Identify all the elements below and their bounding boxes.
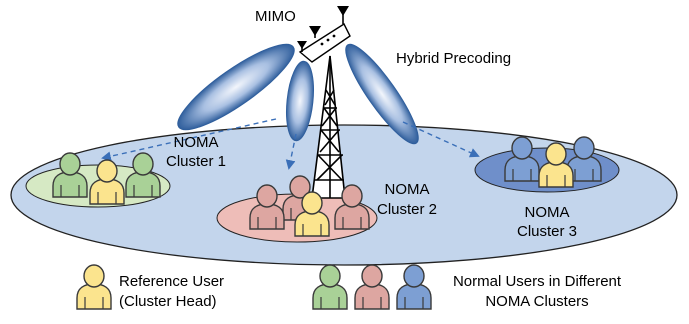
legend-normal-line1: Normal Users in Different: [453, 273, 622, 290]
beam-left: [177, 43, 295, 131]
legend-reference-line1: Reference User: [119, 273, 224, 290]
arrow-to-cluster-1: [101, 118, 277, 162]
mimo-antenna-panel: [298, 22, 351, 63]
cluster-2-label-line2: Cluster 2: [377, 201, 437, 218]
arrow-to-cluster-3: [402, 121, 480, 158]
tower-icon: [311, 55, 346, 199]
beams: [177, 43, 419, 145]
cluster-1-label-line2: Cluster 1: [166, 153, 226, 170]
legend-reference-line2: (Cluster Head): [119, 293, 217, 310]
cluster-2-users: [249, 175, 370, 237]
mimo-label: MIMO: [255, 8, 296, 25]
cluster-3-label-line1: NOMA: [525, 204, 570, 221]
beam-right: [345, 43, 419, 145]
user-icon: [312, 264, 348, 310]
signal-arrows: [101, 118, 480, 170]
legend-normal-line2: NOMA Clusters: [485, 293, 588, 310]
antenna-icon: [309, 26, 321, 38]
antenna-icon: [337, 6, 349, 24]
cluster-3-label-line2: Cluster 3: [517, 223, 577, 240]
cluster-1-users: [52, 152, 161, 205]
cluster-3-users: [504, 136, 602, 188]
user-icon: [396, 264, 432, 310]
user-icon: [354, 264, 390, 310]
cluster-2-label-line1: NOMA: [385, 181, 430, 198]
legend: Reference User (Cluster Head) Normal Use…: [76, 264, 622, 310]
beam-middle: [286, 60, 314, 142]
antenna-icon: [297, 41, 307, 52]
hybrid-precoding-label: Hybrid Precoding: [396, 50, 511, 67]
cluster-1-label-line1: NOMA: [174, 134, 219, 151]
arrow-to-cluster-2: [285, 133, 297, 170]
user-icon: [76, 264, 112, 310]
